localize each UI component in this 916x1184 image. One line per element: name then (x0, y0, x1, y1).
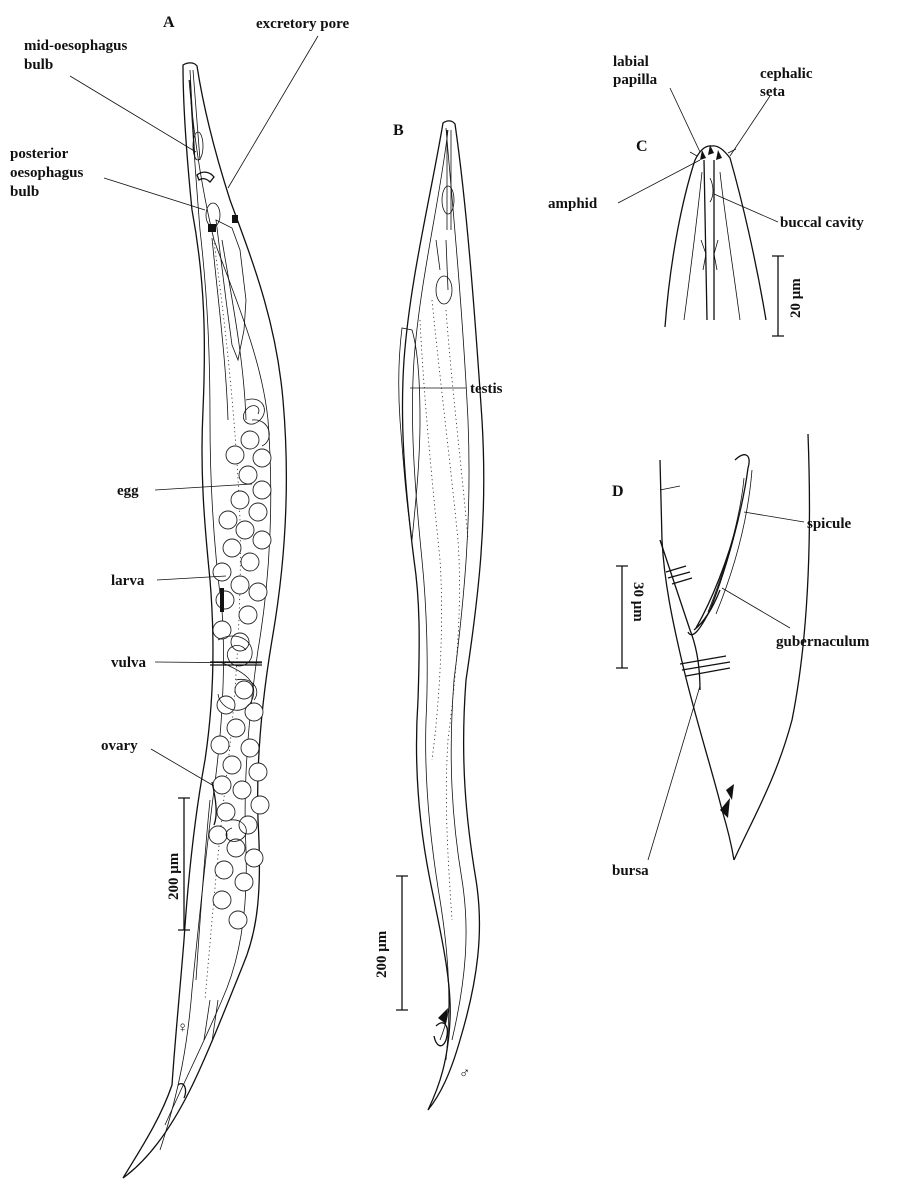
label-mid-oesophagus-line1: mid-oesophagus (24, 38, 128, 54)
label-posterior-line1: posterior (10, 146, 69, 162)
scale-bar-a-label: 200 μm (166, 852, 182, 900)
label-posterior-line3: bulb (10, 184, 39, 200)
label-ovary: ovary (101, 738, 138, 754)
scale-bar-d: 30 μm (616, 566, 646, 668)
scale-bar-b: 200 μm (374, 876, 408, 1010)
label-testis: testis (470, 381, 503, 397)
panel-label-d: D (612, 483, 624, 500)
label-gubernaculum: gubernaculum (776, 634, 870, 650)
label-larva: larva (111, 573, 145, 589)
scale-bar-d-label: 30 μm (630, 582, 646, 622)
label-excretory-pore: excretory pore (256, 16, 349, 32)
panel-label-b: B (393, 122, 404, 139)
label-posterior-line2: oesophagus (10, 165, 84, 181)
male-symbol: ♂ (459, 1066, 470, 1082)
head-detail-drawing (665, 145, 766, 327)
label-labial-line2: papilla (613, 72, 658, 88)
scale-bar-c: 20 μm (772, 256, 804, 336)
label-cephalic-line2: seta (760, 84, 785, 100)
female-symbol: ♀ (177, 1020, 188, 1036)
label-vulva: vulva (111, 655, 147, 671)
scale-bar-c-label: 20 μm (788, 278, 804, 318)
label-amphid: amphid (548, 196, 598, 212)
scale-bar-b-label: 200 μm (374, 930, 390, 978)
panel-label-c: C (636, 138, 648, 155)
label-spicule: spicule (807, 516, 852, 532)
panel-label-a: A (163, 14, 175, 31)
label-mid-oesophagus-line2: bulb (24, 57, 53, 73)
label-bursa: bursa (612, 863, 649, 879)
label-egg: egg (117, 483, 139, 499)
label-cephalic-line1: cephalic (760, 66, 813, 82)
label-buccal-cavity: buccal cavity (780, 215, 864, 231)
male-worm-drawing (399, 121, 484, 1110)
female-worm-drawing (123, 63, 286, 1178)
label-labial-line1: labial (613, 54, 649, 70)
